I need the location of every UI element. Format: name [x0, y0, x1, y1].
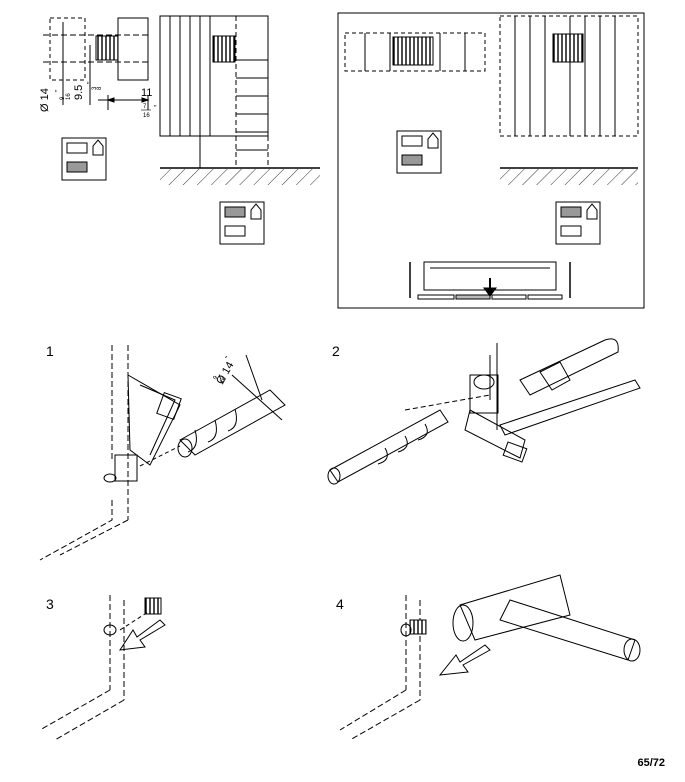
- step-number-1: 1: [46, 343, 54, 359]
- step3-illustration: [39, 595, 166, 741]
- offset-frac-num: 7: [143, 104, 147, 110]
- wall-edge: [117, 17, 149, 81]
- depth-label-group: 9.5 3 8 ": [73, 81, 103, 100]
- radiator-front-left: [159, 15, 320, 185]
- offset-label-group: 11 7 16 ": [141, 87, 157, 119]
- drill-frac-num: 9: [213, 375, 220, 381]
- diameter-frac-num: 9: [60, 96, 66, 100]
- depth-frac-den: 8: [97, 86, 103, 90]
- mount-symbol-1: [61, 137, 107, 181]
- diameter-text: Ø 14: [39, 88, 51, 112]
- wall-mount-detail: [43, 17, 150, 110]
- wall-section: [49, 17, 86, 81]
- depth-text: 9.5: [73, 85, 85, 100]
- bracket-fins: [95, 35, 119, 61]
- step-number-4: 4: [336, 596, 344, 612]
- mount-symbol-2: [219, 201, 265, 245]
- depth-frac-num: 3: [92, 86, 98, 90]
- depth-unit: ": [87, 81, 94, 84]
- drill-frac-den: 16: [220, 376, 229, 385]
- framed-panel: [337, 12, 645, 309]
- tap-arrow: [438, 644, 491, 676]
- page-number: 65/72: [637, 757, 665, 769]
- step1-illustration: [39, 345, 286, 561]
- insert-arrow: [118, 619, 166, 651]
- step-number-3: 3: [46, 596, 54, 612]
- offset-frac-den: 16: [143, 113, 150, 119]
- step-number-2: 2: [332, 343, 340, 359]
- diameter-label-group: Ø 14 9 16 ": [39, 88, 72, 112]
- floor-hatch-left: [160, 169, 320, 185]
- drill-unit: ": [225, 355, 233, 361]
- offset-unit: ": [154, 105, 157, 112]
- offset-text: 11: [141, 87, 152, 99]
- step4-illustration: [339, 574, 641, 741]
- diameter-frac-den: 16: [66, 93, 72, 100]
- diameter-unit: ": [55, 89, 62, 92]
- step2-illustration: [327, 338, 641, 485]
